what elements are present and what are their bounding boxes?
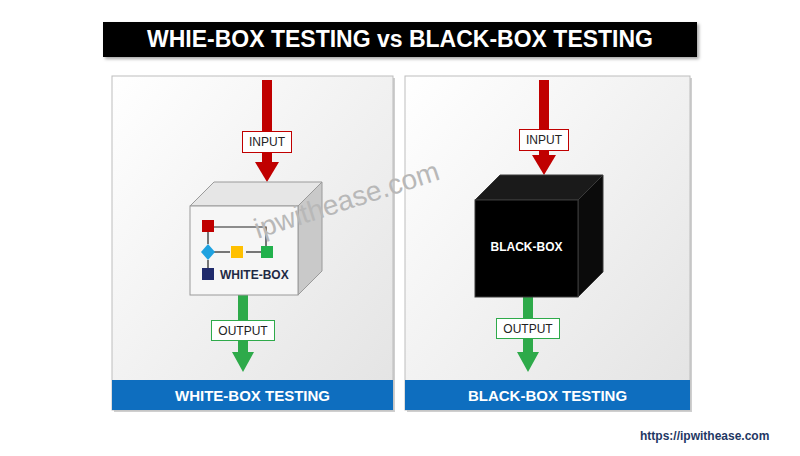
output-arrow [517,336,539,372]
output-box: OUTPUT [211,320,275,341]
flowchart-line [207,260,208,268]
output-box: OUTPUT [496,318,560,339]
black-box-panel [405,76,690,410]
caption-text: BLACK-BOX TESTING [468,387,627,404]
flowchart-start [202,220,214,232]
flow-arrow [539,151,549,155]
input-box: INPUT [242,131,292,153]
box-label: INPUT [526,133,562,147]
flowchart-process [261,246,273,258]
box-label: OUTPUT [218,324,267,338]
input-box: INPUT [519,129,569,151]
flow-arrow [238,295,248,320]
box-label: OUTPUT [503,322,552,336]
cube-outline [475,175,603,297]
flowchart-line [214,251,230,252]
title-bar: WHIE-BOX TESTING vs BLACK-BOX TESTING [103,22,697,57]
cube-label: BLACK-BOX [491,240,563,254]
cube-front-face [475,200,578,297]
black-box-cube: BLACK-BOX [475,175,603,297]
flowchart-line [246,251,261,252]
flow-arrow [523,297,533,318]
flowchart-line [207,232,208,244]
output-arrow [232,338,254,372]
title-text: WHIE-BOX TESTING vs BLACK-BOX TESTING [147,26,653,53]
cube-side-face [578,175,603,297]
box-label: INPUT [249,135,285,149]
caption-text: WHITE-BOX TESTING [175,387,330,404]
panel-caption-band: WHITE-BOX TESTING [112,380,393,410]
input-arrow-shaft [262,80,272,135]
flowchart-decision [201,244,215,260]
cube-label: WHITE-BOX [220,268,289,282]
input-arrow-shaft [539,80,549,133]
flow-arrow [262,153,272,162]
flowchart-end [202,268,214,280]
panel-caption-band: BLACK-BOX TESTING [405,380,690,410]
white-box-panel [112,76,393,410]
source-url: https://ipwithease.com [640,429,769,443]
flowchart-process [231,246,243,258]
